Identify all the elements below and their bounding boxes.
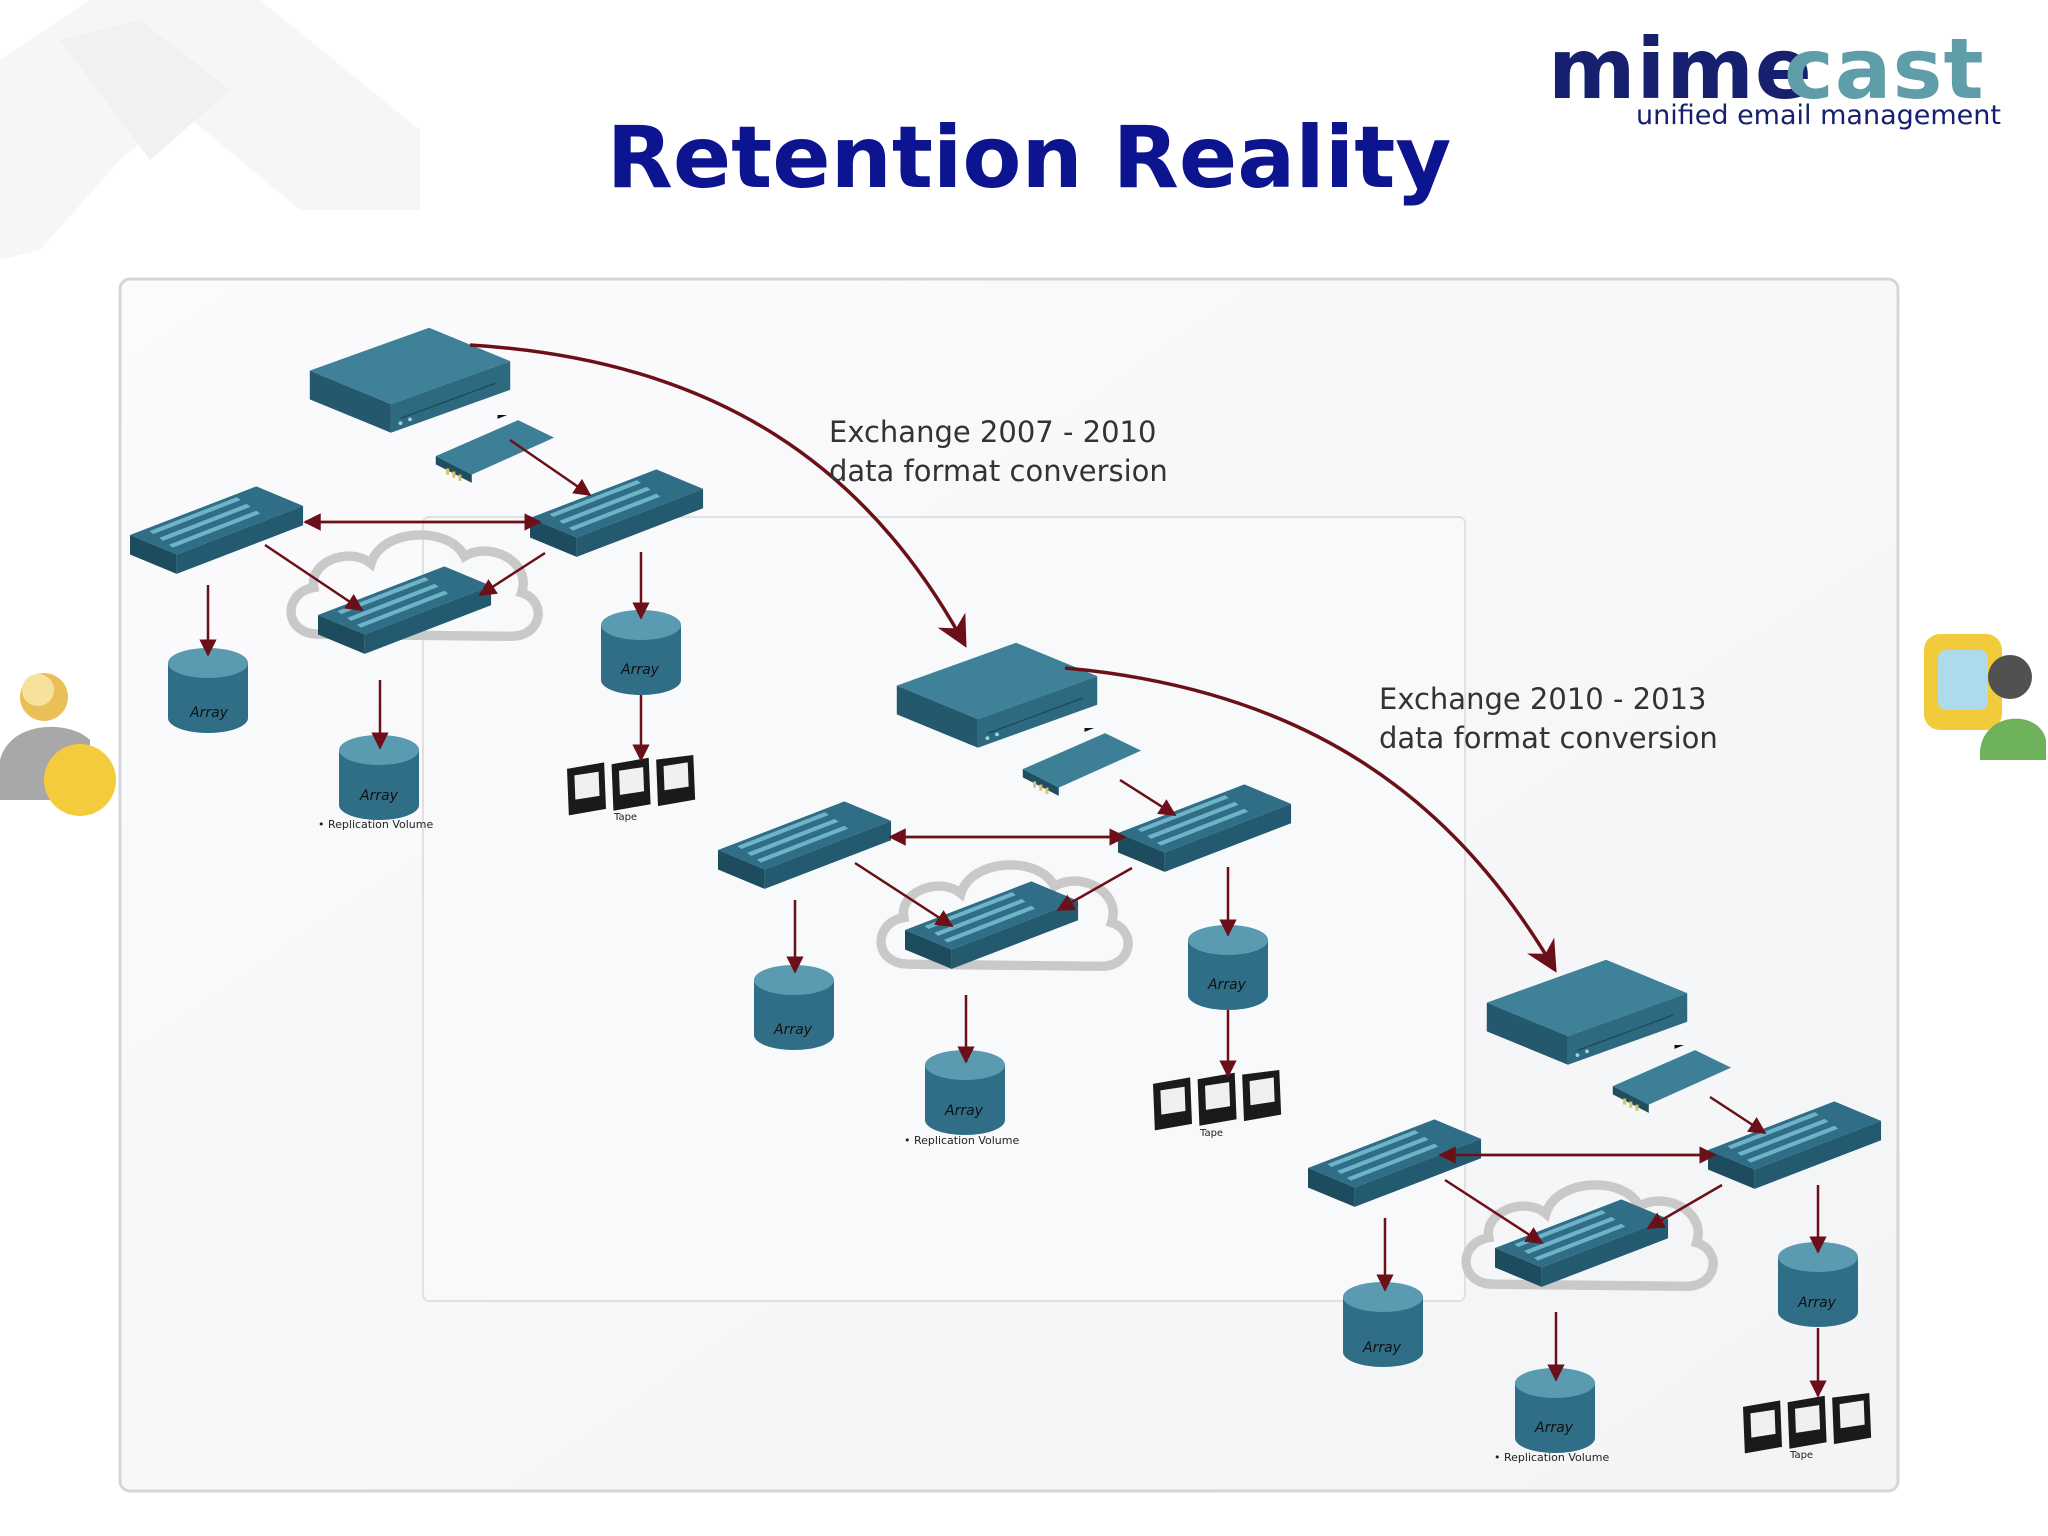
stack-3: Array Array Array • Replication Volume T… (1308, 958, 1882, 1464)
storage-array-icon (1778, 1242, 1858, 1327)
user-figure-right-icon (1924, 634, 2046, 760)
replication-label: • Replication Volume (904, 1134, 1019, 1147)
user-figure-left-icon (0, 673, 116, 816)
storage-array-icon (601, 610, 681, 695)
replication-label: • Replication Volume (1494, 1451, 1609, 1464)
mimecast-logo: mime cast unified email management (1548, 20, 2008, 134)
stack-1: Array Array Array • Replication Volume T… (130, 326, 704, 831)
tape-label: Tape (613, 812, 637, 823)
array-label: Array (620, 662, 660, 678)
storage-array-icon (1188, 925, 1268, 1010)
annotation-2-line2: data format conversion (1379, 721, 1718, 755)
logo-wordmark-part2: cast (1784, 20, 1985, 118)
migration-arrow-2 (1064, 666, 1557, 973)
array-label: Array (1207, 977, 1247, 993)
array-label: Array (1797, 1295, 1837, 1311)
array-label: Array (359, 788, 399, 804)
slide-title: Retention Reality (606, 108, 1452, 208)
storage-array-icon (925, 1050, 1005, 1135)
replication-label: • Replication Volume (318, 818, 433, 831)
annotation-1-line2: data format conversion (829, 454, 1168, 488)
storage-array-icon (1515, 1368, 1595, 1453)
logo-tagline: unified email management (1636, 100, 2001, 131)
stack-2: Array Array Array • Replication Volume T… (718, 641, 1292, 1147)
migration-arrow-1 (469, 343, 967, 648)
annotation-1-line1: Exchange 2007 - 2010 (829, 415, 1156, 449)
logo-wordmark-part1: mime (1548, 20, 1813, 118)
background-decoration (0, 0, 420, 260)
array-label: Array (944, 1103, 984, 1119)
tape-label: Tape (1789, 1450, 1813, 1461)
tape-label: Tape (1199, 1128, 1223, 1139)
annotation-2-line1: Exchange 2010 - 2013 (1379, 682, 1706, 716)
array-label: Array (1362, 1340, 1402, 1356)
array-label: Array (773, 1022, 813, 1038)
array-label: Array (1534, 1420, 1574, 1436)
array-label: Array (189, 705, 229, 721)
